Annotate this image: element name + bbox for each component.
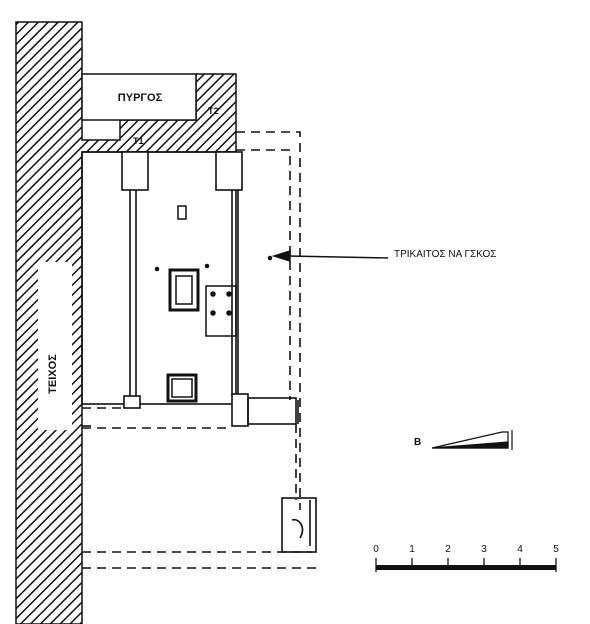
scale-tick-label: 4 — [517, 544, 523, 555]
interior-features — [154, 205, 273, 403]
dashed-outline — [82, 131, 320, 569]
annex-room — [247, 397, 299, 425]
pillar-sw — [123, 395, 141, 409]
floor-slab — [166, 373, 198, 403]
wall-label: ΤΕΙΧΟΣ — [47, 354, 59, 394]
small-structure — [281, 497, 317, 553]
church-nave — [81, 151, 237, 405]
altar-block — [205, 285, 237, 337]
t1-label: T1 — [133, 136, 144, 146]
pillar-ne — [215, 151, 243, 191]
tower-room — [81, 73, 197, 121]
scale-bar — [375, 558, 557, 572]
pillar-se — [231, 393, 249, 427]
small-niche — [177, 205, 187, 220]
scale-tick-labels: 0 1 2 3 4 5 — [373, 544, 559, 555]
tomb-frame — [168, 268, 200, 312]
annotation-arrow — [271, 250, 389, 262]
scale-tick-label: 1 — [409, 544, 415, 555]
annotation-label: ΤΡΙΚΑΙΤΟΣ ΝΑ ΓΣΚΟΣ — [394, 249, 496, 260]
north-label: B — [414, 437, 421, 448]
scale-tick-label: 2 — [445, 544, 451, 555]
tower-label: ΠΥΡΓΟΣ — [118, 92, 163, 104]
t2-label: T2 — [208, 106, 219, 116]
pillar-nw — [121, 151, 149, 191]
north-arrow-icon — [431, 430, 513, 450]
scale-tick-label: 5 — [553, 544, 559, 555]
pillars — [121, 151, 249, 427]
tomb-inner — [175, 275, 193, 305]
scale-tick-label: 3 — [481, 544, 487, 555]
scale-tick-label: 0 — [373, 544, 379, 555]
